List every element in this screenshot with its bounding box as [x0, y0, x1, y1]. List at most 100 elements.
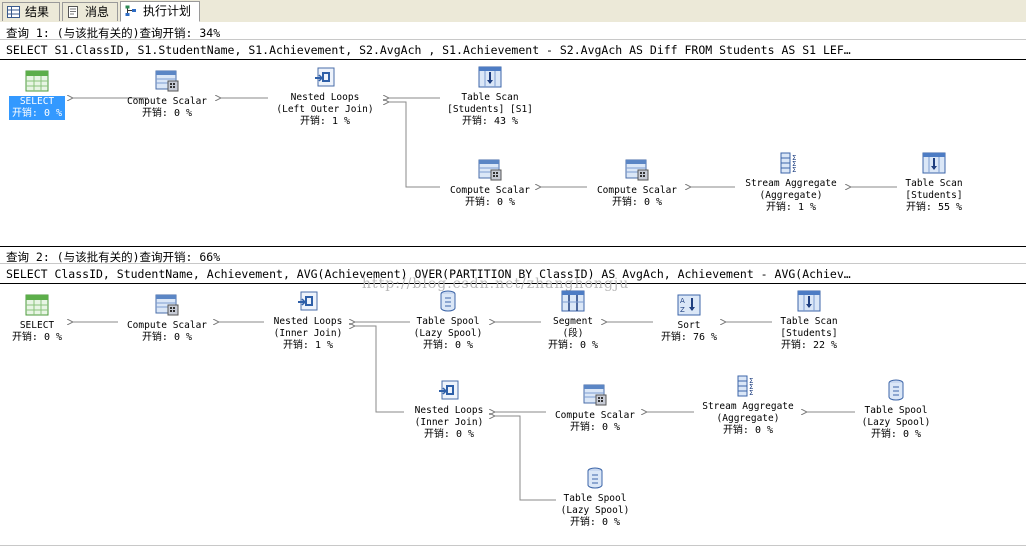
- svg-text:Σ: Σ: [792, 160, 796, 168]
- compute-scalar-icon: [478, 159, 502, 181]
- q2-table-spool-3-node[interactable]: Table Spool (Lazy Spool) 开销: 0 %: [520, 467, 670, 529]
- query1-cost-line: 查询 1: (与该批有关的)查询开销: 34%: [6, 26, 221, 40]
- query2-cost-line: 查询 2: (与该批有关的)查询开销: 66%: [6, 250, 221, 264]
- q2-nested2-sublabel: (Inner Join): [414, 417, 484, 428]
- q1-compute2-cost: 开销: 0 %: [464, 197, 516, 208]
- q1-compute-scalar-2-node[interactable]: Compute Scalar 开销: 0 %: [415, 159, 565, 209]
- q1-compute3-label: Compute Scalar: [596, 185, 678, 196]
- q2-segment-node[interactable]: Segment (段) 开销: 0 %: [498, 290, 648, 352]
- q2-nested1-sublabel: (Inner Join): [273, 328, 343, 339]
- q2-spool1-label: Table Spool: [416, 316, 480, 327]
- q2-table-spool-1-node[interactable]: Table Spool (Lazy Spool) 开销: 0 %: [373, 290, 523, 352]
- q2-nested-loops-1-node[interactable]: Nested Loops (Inner Join) 开销: 1 %: [233, 290, 383, 352]
- q2-select-node[interactable]: SELECT 开销: 0 %: [0, 294, 112, 344]
- svg-text:A: A: [680, 297, 685, 305]
- tab-results[interactable]: 结果: [2, 2, 60, 21]
- q2-stream-aggregate-node[interactable]: Σ Σ Σ Stream Aggregate (Aggregate) 开销: 0…: [673, 375, 823, 437]
- message-icon: [68, 6, 78, 18]
- q2-stream-label: Stream Aggregate: [702, 401, 794, 412]
- q2-spool3-cost: 开销: 0 %: [569, 517, 621, 528]
- query1-divider: [0, 59, 1026, 60]
- q1-scan1-label: Table Scan: [461, 92, 519, 103]
- q2-compute2-label: Compute Scalar: [554, 410, 636, 421]
- q2-select-cost: 开销: 0 %: [11, 332, 63, 343]
- q1-scan2-sublabel: [Students]: [905, 190, 963, 201]
- q2-spool3-sublabel: (Lazy Spool): [560, 505, 630, 516]
- plan-icon: [125, 5, 136, 16]
- table-scan-icon: [478, 66, 502, 88]
- q2-nested1-cost: 开销: 1 %: [282, 340, 334, 351]
- q2-segment-sublabel: (段): [562, 328, 584, 339]
- q2-table-scan-node[interactable]: Table Scan [Students] 开销: 22 %: [734, 290, 884, 352]
- svg-text:Σ: Σ: [749, 383, 753, 391]
- q1-stream-label: Stream Aggregate: [745, 178, 837, 189]
- table-spool-icon: [888, 379, 904, 401]
- table-spool-icon: [440, 290, 456, 312]
- execution-plan-pane[interactable]: 查询 1: (与该批有关的)查询开销: 34% SELECT S1.ClassI…: [0, 22, 1026, 550]
- watermark-text: http://blog.csdn.net/zhanghongju: [362, 276, 630, 292]
- query1-divider-top: [0, 39, 1026, 40]
- q2-scan-label: Table Scan: [780, 316, 838, 327]
- q1-stream-sublabel: (Aggregate): [759, 190, 823, 201]
- q1-compute1-label: Compute Scalar: [126, 96, 208, 107]
- sort-icon: A Z: [677, 294, 701, 316]
- svg-text:Σ: Σ: [792, 166, 796, 174]
- q2-compute-scalar-node[interactable]: Compute Scalar 开销: 0 %: [92, 294, 242, 344]
- stream-aggregate-icon: Σ Σ Σ: [780, 152, 796, 174]
- tab-messages[interactable]: 消息: [62, 2, 118, 21]
- compute-scalar-icon: [583, 384, 607, 406]
- nested-loops-icon: [439, 380, 459, 400]
- q2-sort-cost: 开销: 76 %: [660, 332, 718, 343]
- q1-stream-aggregate-node[interactable]: Σ Σ Σ Stream Aggregate (Aggregate) 开销: 1…: [716, 152, 866, 214]
- q2-spool2-sublabel: (Lazy Spool): [861, 417, 931, 428]
- q2-sort-node[interactable]: A Z Sort 开销: 76 %: [614, 294, 764, 344]
- query2-divider: [0, 283, 1026, 284]
- tab-execution-plan[interactable]: 执行计划: [120, 1, 200, 22]
- q2-compute-scalar-2-node[interactable]: Compute Scalar 开销: 0 %: [520, 384, 670, 434]
- svg-text:Σ: Σ: [792, 154, 796, 162]
- stream-aggregate-icon: Σ Σ Σ: [737, 375, 753, 397]
- select-icon: [25, 70, 49, 92]
- q1-table-scan-s1-node[interactable]: Table Scan [Students] [S1] 开销: 43 %: [415, 66, 565, 128]
- q2-spool2-label: Table Spool: [864, 405, 928, 416]
- q1-nested-cost: 开销: 1 %: [299, 116, 351, 127]
- q2-segment-label: Segment: [552, 316, 594, 327]
- q1-compute-scalar-node[interactable]: Compute Scalar 开销: 0 %: [92, 70, 242, 120]
- tab-results-label: 结果: [25, 5, 50, 19]
- svg-text:Z: Z: [680, 306, 685, 314]
- svg-text:Σ: Σ: [749, 389, 753, 397]
- q1-compute-scalar-3-node[interactable]: Compute Scalar 开销: 0 %: [562, 159, 712, 209]
- query2-divider-mid: [0, 263, 1026, 264]
- compute-scalar-icon: [155, 70, 179, 92]
- q1-compute1-cost: 开销: 0 %: [141, 108, 193, 119]
- q1-stream-cost: 开销: 1 %: [765, 202, 817, 213]
- query1-header: 查询 1: (与该批有关的)查询开销: 34% SELECT S1.ClassI…: [0, 25, 1026, 59]
- q2-spool1-cost: 开销: 0 %: [422, 340, 474, 351]
- table-spool-icon: [587, 467, 603, 489]
- table-scan-icon: [922, 152, 946, 174]
- q2-sort-label: Sort: [677, 320, 701, 331]
- q2-spool3-label: Table Spool: [563, 493, 627, 504]
- q2-compute1-cost: 开销: 0 %: [141, 332, 193, 343]
- q2-scan-sublabel: [Students]: [780, 328, 838, 339]
- q1-nested-sublabel: (Left Outer Join): [276, 104, 374, 115]
- bottom-divider: [0, 545, 1026, 546]
- q2-compute1-label: Compute Scalar: [126, 320, 208, 331]
- q2-segment-cost: 开销: 0 %: [547, 340, 599, 351]
- select-icon: [25, 294, 49, 316]
- q2-table-spool-2-node[interactable]: Table Spool (Lazy Spool) 开销: 0 %: [821, 379, 971, 441]
- q1-select-label: SELECT: [19, 96, 55, 107]
- query2-header: 查询 2: (与该批有关的)查询开销: 66% SELECT ClassID, …: [0, 249, 1026, 283]
- q1-scan2-label: Table Scan: [905, 178, 963, 189]
- compute-scalar-icon: [155, 294, 179, 316]
- q2-nested-loops-2-node[interactable]: Nested Loops (Inner Join) 开销: 0 %: [374, 379, 524, 441]
- tab-plan-label: 执行计划: [143, 4, 192, 18]
- q1-table-scan-students-node[interactable]: Table Scan [Students] 开销: 55 %: [859, 152, 1009, 214]
- q2-stream-cost: 开销: 0 %: [722, 425, 774, 436]
- plan-connectors: [0, 22, 897, 501]
- q2-compute2-cost: 开销: 0 %: [569, 422, 621, 433]
- q1-nested-loops-node[interactable]: Nested Loops (Left Outer Join) 开销: 1 %: [250, 66, 400, 128]
- result-tab-strip: 结果 消息 执行计划: [0, 0, 1026, 23]
- q1-scan1-cost: 开销: 43 %: [461, 116, 519, 127]
